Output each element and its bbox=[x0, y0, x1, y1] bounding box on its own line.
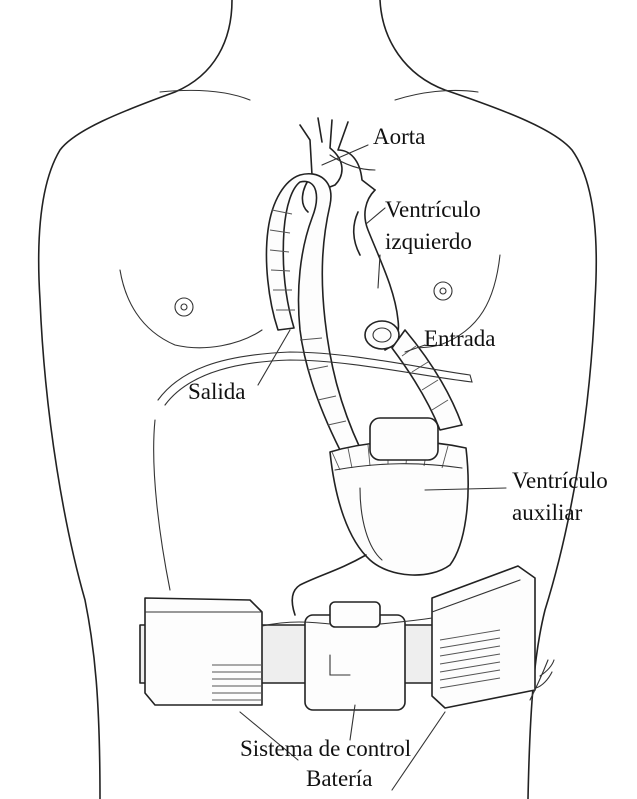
label-aorta: Aorta bbox=[373, 124, 425, 150]
label-bateria: Batería bbox=[306, 766, 372, 792]
outflow-conduit bbox=[266, 174, 360, 450]
label-ventriculo-izquierdo-line2: izquierdo bbox=[385, 229, 472, 255]
label-sistema-de-control: Sistema de control bbox=[240, 736, 411, 762]
label-entrada: Entrada bbox=[424, 326, 496, 352]
label-salida: Salida bbox=[188, 379, 246, 405]
label-ventriculo-izquierdo-line1: Ventrículo bbox=[385, 197, 481, 223]
label-ventriculo-auxiliar-line1: Ventrículo bbox=[512, 468, 608, 494]
belt bbox=[140, 566, 535, 710]
label-ventriculo-auxiliar-line2: auxiliar bbox=[512, 500, 582, 526]
